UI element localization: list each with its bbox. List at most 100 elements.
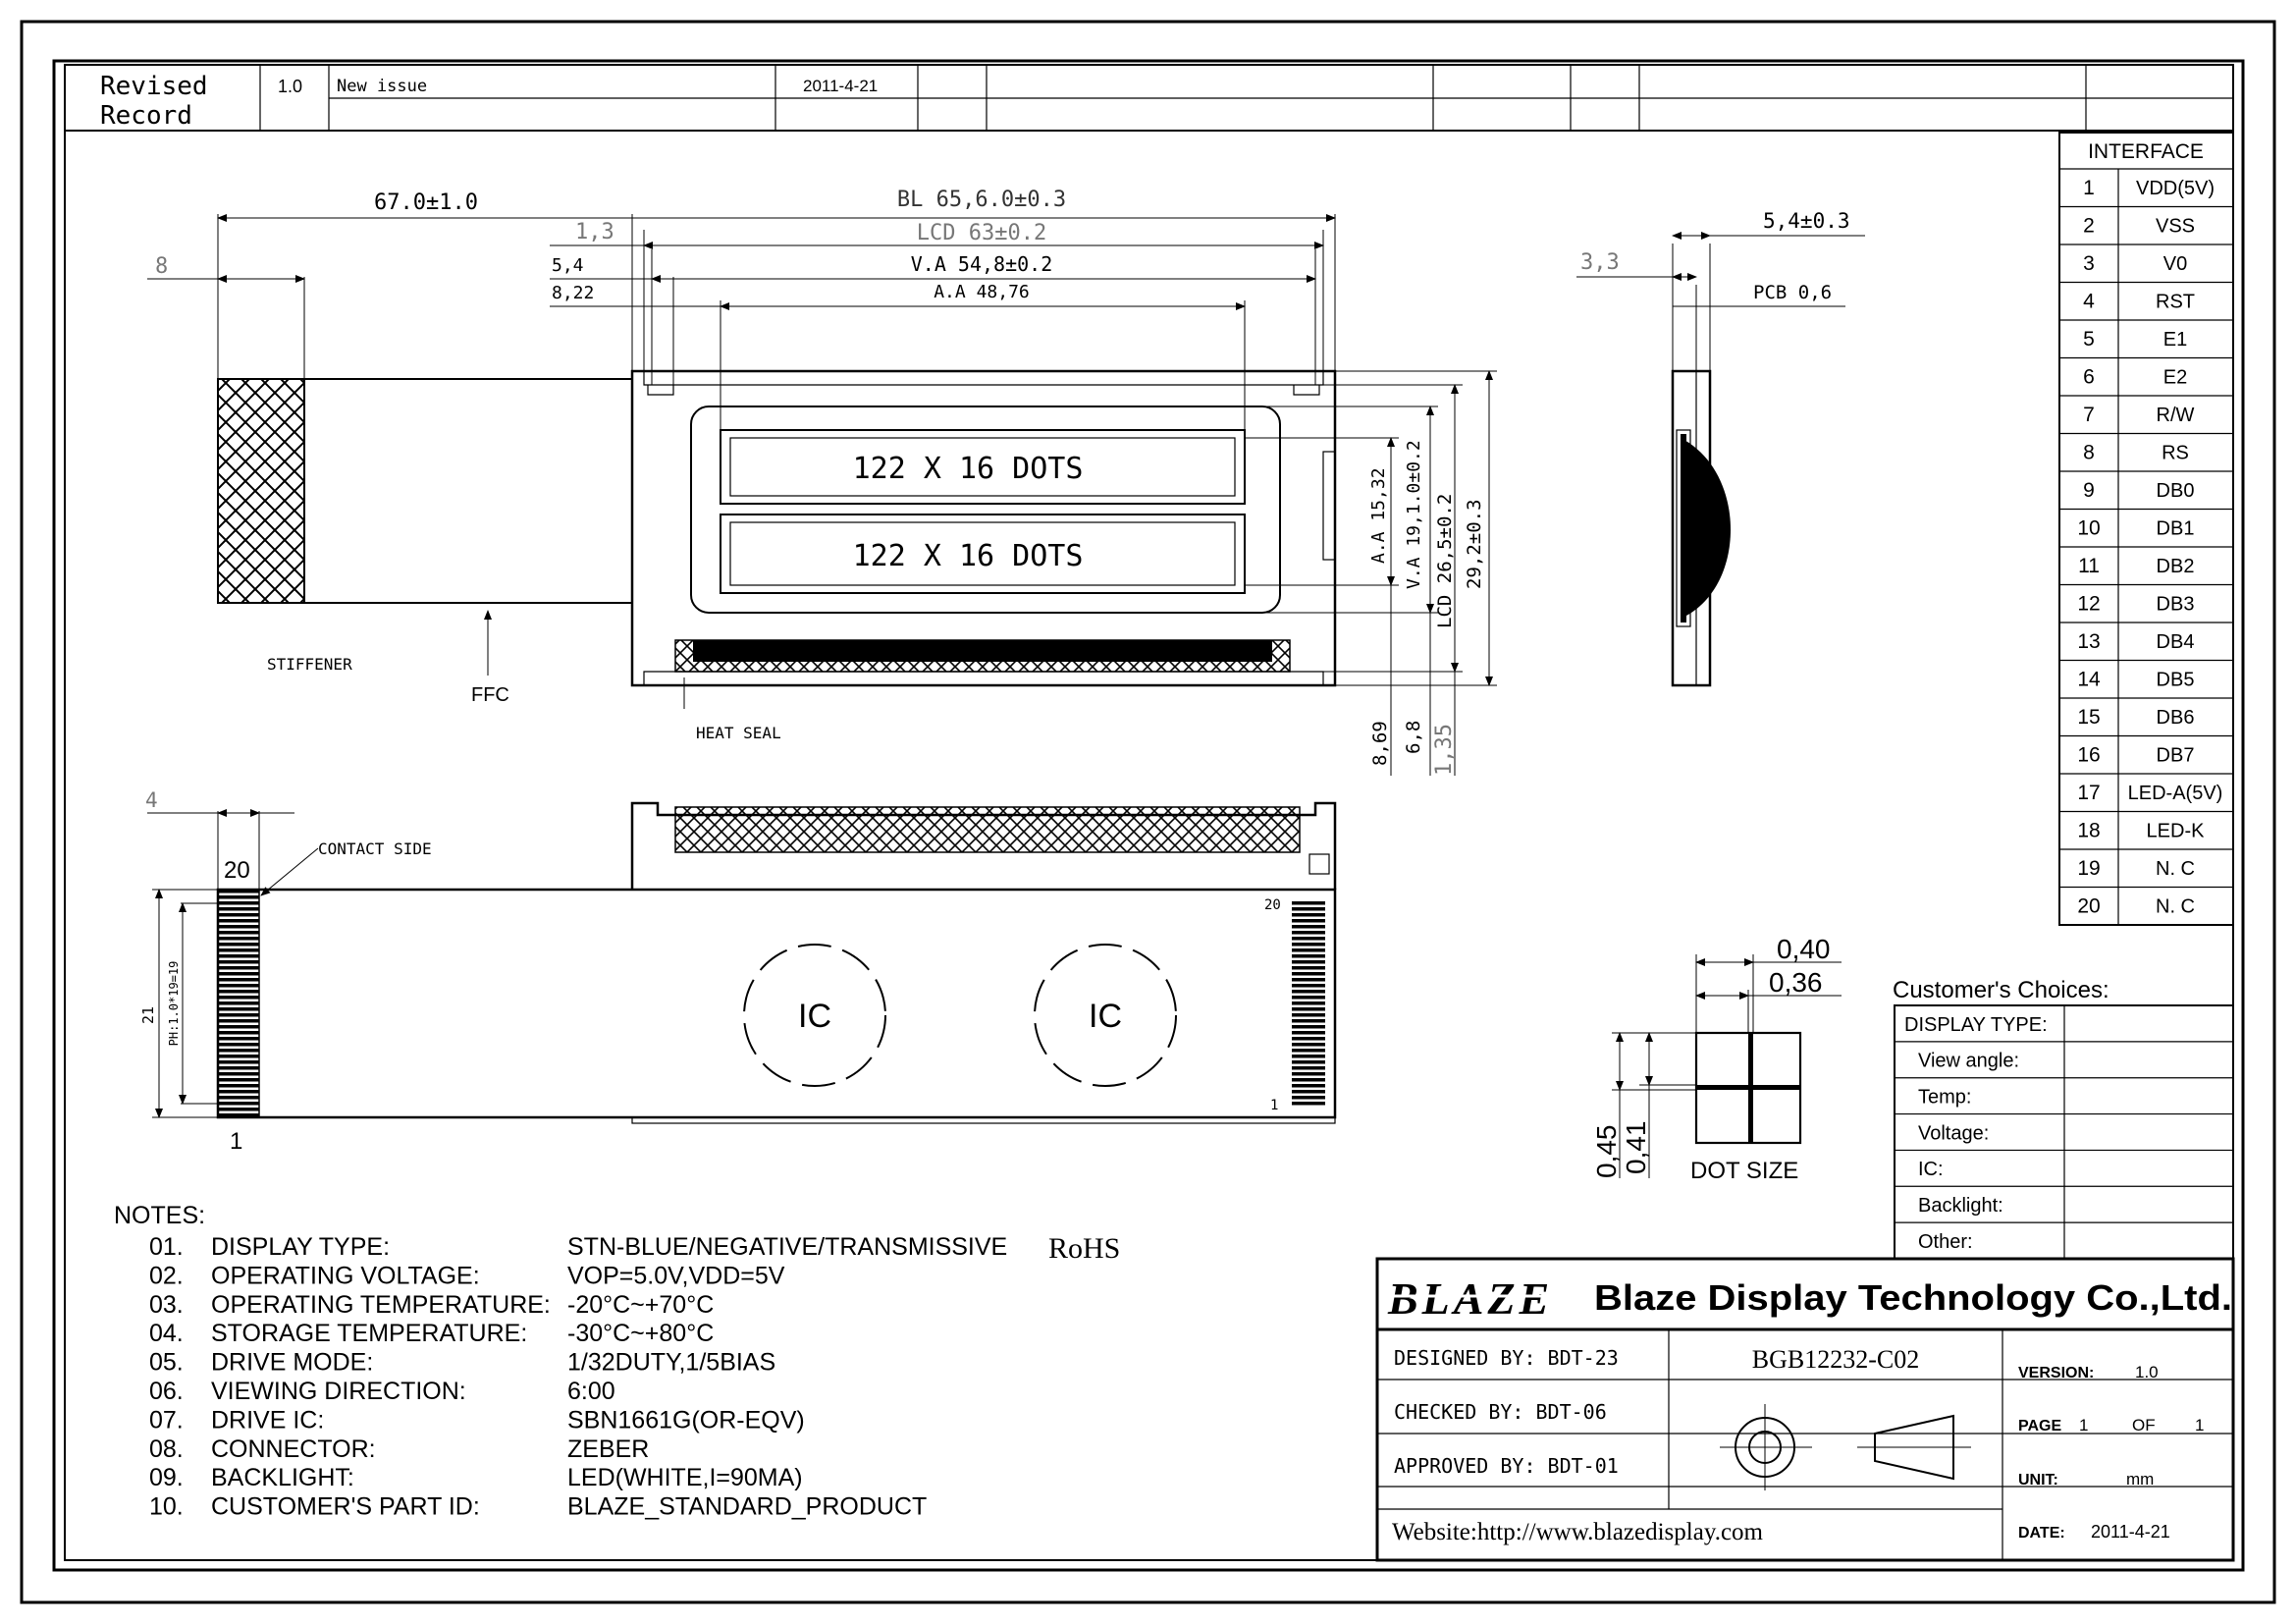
module-outline (630, 369, 1337, 687)
rohs-label: RoHS (1048, 1232, 1120, 1265)
note-number: 09. (149, 1464, 184, 1491)
interface-pin-no: 13 (2077, 630, 2100, 653)
connector-strip (693, 640, 1272, 662)
dim-pcb-label: PCB 0,6 (1753, 282, 1832, 303)
note-value: VOP=5.0V,VDD=5V (567, 1262, 785, 1289)
interface-pin-no: 4 (2083, 291, 2095, 313)
dim-overall-label: 67.0±1.0 (374, 190, 478, 215)
note-label: CUSTOMER'S PART ID: (211, 1493, 480, 1521)
dot-size-detail: 0,40 0,36 0,45 0,41 DOT SIZE (1591, 934, 1842, 1184)
interface-pin-no: 19 (2077, 857, 2100, 880)
interface-pin-no: 14 (2077, 669, 2101, 691)
note-number: 10. (149, 1493, 184, 1521)
viewing-area-top (720, 429, 1246, 505)
page-of: OF (2132, 1416, 2156, 1435)
note-label: OPERATING TEMPERATURE: (211, 1291, 551, 1319)
interface-pin-no: 9 (2083, 479, 2095, 502)
interface-pin-name: VDD(5V) (2136, 178, 2215, 199)
note-value: 6:00 (567, 1378, 615, 1405)
notes: NOTES: 01.DISPLAY TYPE:STN-BLUE/NEGATIVE… (114, 1202, 1120, 1521)
dot-width-2: 0,36 (1769, 967, 1823, 998)
ic-bump (1681, 438, 1731, 619)
dim-total-height-label: 29,2±0.3 (1464, 499, 1485, 589)
interface-pin-name: DB3 (2157, 594, 2195, 616)
interface-pin-no: 12 (2077, 593, 2100, 616)
dot-height-2: 0,41 (1621, 1121, 1651, 1175)
interface-pin-no: 8 (2083, 442, 2095, 464)
active-area-top (729, 437, 1236, 497)
note-number: 05. (149, 1349, 184, 1377)
dim-thickness-label: 5,4±0.3 (1763, 209, 1850, 233)
interface-pin-no: 18 (2077, 820, 2100, 842)
dot-width-1: 0,40 (1777, 934, 1831, 964)
revision-description: New issue (337, 77, 427, 96)
customer-row-label: Other: (1918, 1231, 1973, 1253)
interface-pin-name: V0 (2163, 253, 2187, 275)
note-label: DRIVE IC: (211, 1406, 324, 1434)
active-area-bottom (729, 521, 1236, 586)
dim-21-label: 21 (139, 1006, 157, 1024)
customer-row-label: Backlight: (1918, 1195, 2003, 1217)
outer-border (20, 20, 2276, 1604)
revised-label: Revised (100, 72, 208, 101)
dim-8-69-label: 8,69 (1369, 721, 1391, 766)
back-pin-20-label: 20 (1264, 897, 1281, 913)
interface-pin-name: LED-A(5V) (2128, 783, 2223, 804)
stiffener-label: STIFFENER (267, 655, 352, 674)
interface-pin-name: E2 (2163, 367, 2187, 389)
interface-pin-name: DB1 (2157, 518, 2195, 540)
revision-record: Revised Record 1.0 New issue 2011-4-21 (65, 65, 2233, 132)
dots-label-bottom: 122 X 16 DOTS (853, 539, 1084, 573)
page-total: 1 (2195, 1416, 2204, 1435)
interface-pin-no: 7 (2083, 404, 2095, 426)
customer-row-label: Temp: (1918, 1087, 1971, 1109)
company-name: Blaze Display Technology Co.,Ltd. (1594, 1277, 2232, 1318)
page-label: PAGE (2018, 1418, 2061, 1435)
interface-pin-no: 20 (2077, 895, 2100, 918)
interface-pin-name: R/W (2157, 405, 2195, 426)
ic-label-left: IC (798, 998, 831, 1035)
dim-4-label: 4 (145, 788, 158, 812)
ic-label-right: IC (1089, 998, 1122, 1035)
stiffener-hatch (217, 378, 305, 604)
unit-label: UNIT: (2018, 1472, 2058, 1489)
dim-aa-label: A.A 48,76 (934, 282, 1030, 302)
note-label: DRIVE MODE: (211, 1349, 373, 1377)
interface-title: INTERFACE (2088, 140, 2204, 163)
note-number: 01. (149, 1233, 184, 1261)
interface-pin-name: DB5 (2157, 670, 2195, 691)
note-label: CONNECTOR: (211, 1435, 376, 1463)
ic-outline-left (743, 944, 886, 1087)
back-pcb-outline (216, 888, 1337, 1119)
notes-title: NOTES: (114, 1202, 205, 1229)
interface-pin-no: 17 (2077, 782, 2100, 804)
lcd-glass-outline (690, 406, 1281, 614)
interface-pin-name: VSS (2156, 216, 2195, 238)
ffc-label: FFC (471, 684, 509, 706)
ic-outline-right (1034, 944, 1177, 1087)
note-value: ZEBER (567, 1435, 649, 1463)
title-block: BLAZE Blaze Display Technology Co.,Ltd. … (1375, 1257, 2235, 1562)
note-label: OPERATING VOLTAGE: (211, 1262, 480, 1289)
interface-pin-no: 11 (2078, 555, 2100, 577)
note-label: STORAGE TEMPERATURE: (211, 1320, 527, 1347)
note-value: -20°C~+70°C (567, 1291, 714, 1319)
dim-va-height-label: V.A 19,1.0±0.2 (1404, 440, 1424, 589)
note-value: SBN1661G(OR-EQV) (567, 1406, 805, 1434)
dim-lcd-label: LCD 63±0.2 (917, 221, 1046, 245)
ffc-contacts (217, 889, 260, 1118)
blaze-logo: BLAZE (1387, 1273, 1553, 1324)
projection-symbol (1720, 1404, 1971, 1490)
dim-8-22-label: 8,22 (552, 283, 594, 303)
note-label: BACKLIGHT: (211, 1464, 354, 1491)
dim-1-3-label: 1,3 (575, 220, 614, 244)
front-view: 122 X 16 DOTS 122 X 16 DOTS STIFFENER FF… (147, 188, 1497, 776)
checked-by: CHECKED BY: BDT-06 (1394, 1400, 1607, 1424)
heat-seal-label: HEAT SEAL (696, 724, 781, 742)
interface-pin-no: 6 (2083, 366, 2095, 389)
dim-8-label: 8 (155, 254, 168, 279)
side-view: 5,4±0.3 3,3 PCB 0,6 (1576, 209, 1865, 687)
date-value: 2011-4-21 (2091, 1522, 2170, 1542)
note-number: 04. (149, 1320, 184, 1347)
